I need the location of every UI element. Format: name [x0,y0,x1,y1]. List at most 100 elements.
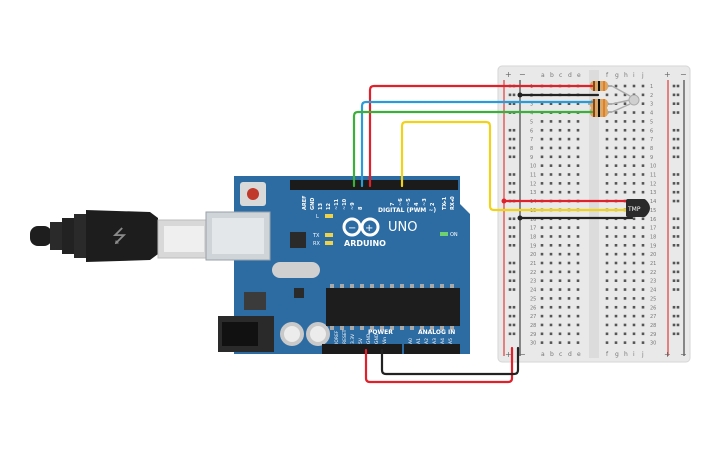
rail-hole[interactable] [508,155,512,159]
breadboard-hole[interactable] [549,190,553,194]
breadboard-hole[interactable] [623,128,627,132]
breadboard-hole[interactable] [540,102,544,105]
breadboard-hole[interactable] [567,323,571,327]
breadboard-hole[interactable] [614,323,618,327]
breadboard-hole[interactable] [549,305,553,309]
breadboard-hole[interactable] [567,155,571,159]
rail-hole[interactable] [512,288,516,291]
arduino-uno-board[interactable]: − + ARDUINO UNO AREF GND 13 12 ~11 ~10 ~… [205,176,470,354]
breadboard-hole[interactable] [605,332,609,336]
breadboard-hole[interactable] [605,190,609,194]
breadboard-hole[interactable] [614,111,618,114]
wire-yellow[interactable] [400,120,636,212]
rail-hole[interactable] [512,332,516,336]
breadboard-hole[interactable] [632,297,636,300]
rail-hole[interactable] [676,332,680,336]
breadboard-hole[interactable] [623,332,627,336]
breadboard-hole[interactable] [641,235,645,238]
breadboard-hole[interactable] [623,279,627,282]
breadboard-hole[interactable] [567,226,571,229]
digital-header[interactable] [290,180,458,190]
rail-hole[interactable] [672,323,676,327]
rail-hole[interactable] [508,235,512,238]
breadboard-hole[interactable] [641,182,645,185]
breadboard-hole[interactable] [641,84,645,88]
breadboard-hole[interactable] [605,288,609,291]
breadboard-hole[interactable] [614,332,618,336]
breadboard-hole[interactable] [614,182,618,185]
rail-hole[interactable] [676,190,680,194]
breadboard-hole[interactable] [632,279,636,282]
breadboard-hole[interactable] [632,137,636,141]
breadboard-hole[interactable] [632,314,636,318]
breadboard-hole[interactable] [614,314,618,318]
breadboard-hole[interactable] [623,155,627,159]
breadboard-hole[interactable] [623,297,627,300]
usb-cable[interactable]: ⭍ [30,210,211,262]
breadboard-hole[interactable] [605,235,609,238]
analog-header[interactable] [404,344,460,354]
breadboard-hole[interactable] [641,297,645,300]
breadboard-hole[interactable] [623,182,627,185]
rail-hole[interactable] [676,217,680,221]
breadboard-hole[interactable] [567,279,571,282]
breadboard-hole[interactable] [605,341,609,344]
breadboard-hole[interactable] [605,297,609,300]
rail-hole[interactable] [672,173,676,176]
breadboard-hole[interactable] [576,323,580,327]
breadboard-hole[interactable] [632,164,636,167]
rail-hole[interactable] [512,173,516,176]
breadboard-hole[interactable] [614,252,618,256]
rail-hole[interactable] [512,270,516,274]
breadboard-hole[interactable] [558,305,562,309]
breadboard-hole[interactable] [614,93,618,97]
breadboard-hole[interactable] [641,279,645,282]
rail-hole[interactable] [676,102,680,105]
breadboard-hole[interactable] [549,182,553,185]
breadboard-hole[interactable] [605,182,609,185]
breadboard-hole[interactable] [641,332,645,336]
breadboard-hole[interactable] [641,314,645,318]
breadboard-hole[interactable] [567,314,571,318]
breadboard-hole[interactable] [540,297,544,300]
breadboard-hole[interactable] [558,288,562,291]
rail-hole[interactable] [676,93,680,97]
breadboard-hole[interactable] [623,164,627,167]
breadboard-hole[interactable] [558,164,562,167]
breadboard-hole[interactable] [567,146,571,150]
rail-hole[interactable] [676,155,680,159]
breadboard-hole[interactable] [623,226,627,229]
breadboard-hole[interactable] [549,146,553,150]
breadboard-hole[interactable] [540,182,544,185]
breadboard-hole[interactable] [623,341,627,344]
breadboard-hole[interactable] [549,226,553,229]
breadboard-hole[interactable] [641,102,645,105]
breadboard-hole[interactable] [576,182,580,185]
breadboard-hole[interactable] [567,128,571,132]
breadboard-hole[interactable] [558,261,562,265]
breadboard-hole[interactable] [576,288,580,291]
breadboard-hole[interactable] [605,279,609,282]
rail-hole[interactable] [676,173,680,176]
breadboard-hole[interactable] [549,297,553,300]
breadboard-hole[interactable] [540,261,544,265]
breadboard-hole[interactable] [576,341,580,344]
rail-hole[interactable] [512,102,516,105]
breadboard-hole[interactable] [576,164,580,167]
rail-hole[interactable] [676,288,680,291]
breadboard-hole[interactable] [641,288,645,291]
breadboard-hole[interactable] [558,252,562,256]
rail-hole[interactable] [508,270,512,274]
breadboard-hole[interactable] [623,244,627,247]
rail-hole[interactable] [512,323,516,327]
breadboard-hole[interactable] [623,314,627,318]
breadboard-hole[interactable] [576,261,580,265]
breadboard-hole[interactable] [632,235,636,238]
breadboard-hole[interactable] [576,252,580,256]
rail-hole[interactable] [512,226,516,229]
breadboard-hole[interactable] [540,128,544,132]
rail-hole[interactable] [676,226,680,229]
rail-hole[interactable] [672,261,676,265]
rail-hole[interactable] [672,146,676,150]
